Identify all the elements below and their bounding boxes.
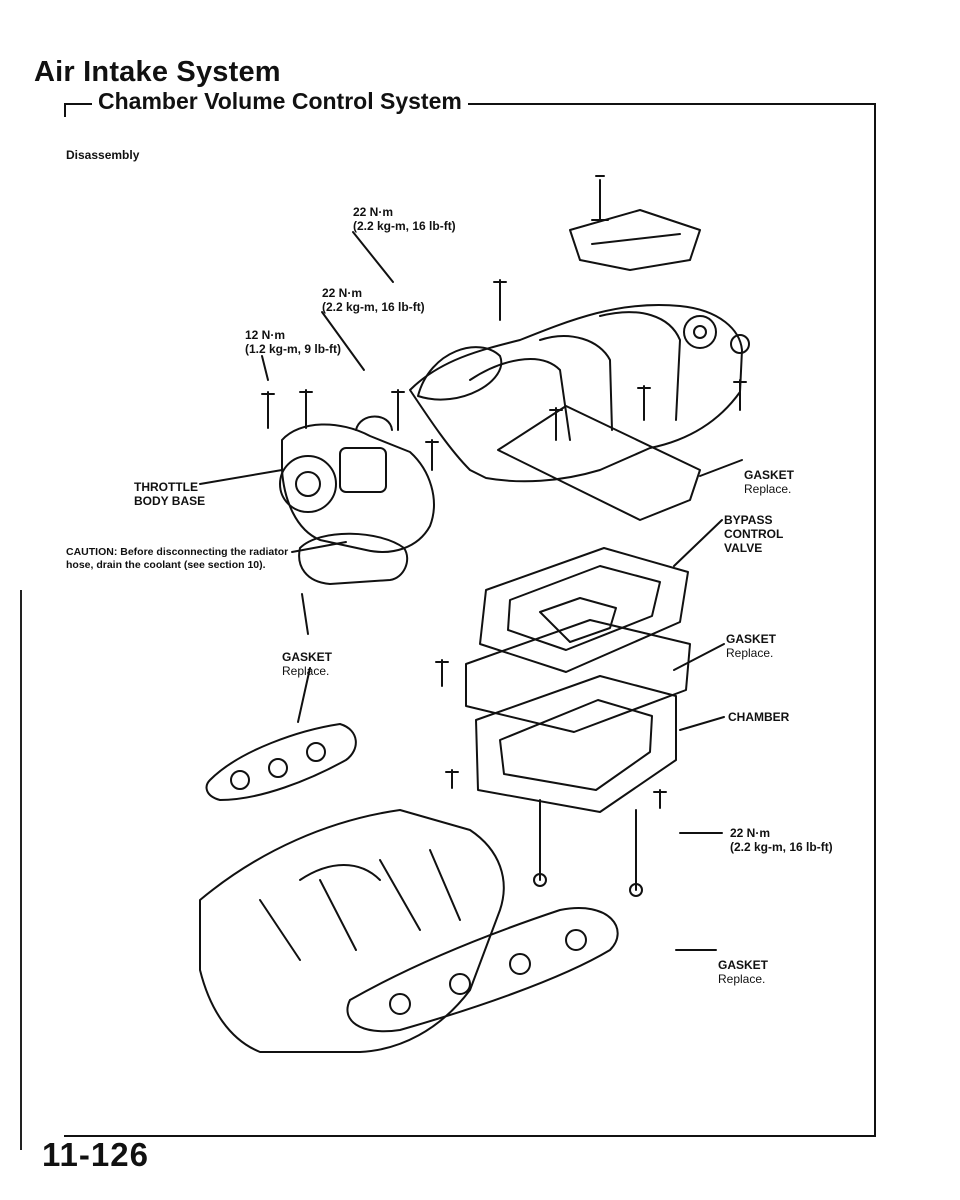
torque-value: 12 N·m: [245, 328, 286, 342]
gasket-mid: [465, 619, 691, 733]
manifold-runner-2: [539, 335, 613, 431]
page-subtitle: Chamber Volume Control System: [92, 88, 468, 115]
label-gasket-bottom: GASKET Replace.: [718, 944, 768, 1000]
frame-left-bar: [64, 103, 66, 117]
torque-conversion: (2.2 kg-m, 16 lb-ft): [353, 219, 456, 233]
manifold-flange: [497, 405, 701, 521]
torque-value: 22 N·m: [730, 826, 771, 840]
manifold-runner-3: [599, 311, 681, 421]
manifold-runner-1: [469, 358, 571, 441]
label-chamber: CHAMBER: [728, 710, 790, 724]
gasket-label: GASKET: [282, 650, 333, 664]
gasket-label: GASKET: [726, 632, 777, 646]
left-manifold-gasket: [205, 723, 357, 801]
gasket-label: GASKET: [718, 958, 769, 972]
torque-spec-4: 22 N·m (2.2 kg-m, 16 lb-ft): [730, 826, 833, 854]
chamber-upper: [479, 547, 689, 673]
gasket-note: Replace.: [718, 972, 766, 986]
leader-torque-2: [321, 311, 365, 371]
torque-conversion: (2.2 kg-m, 16 lb-ft): [322, 300, 425, 314]
throttle-body: [281, 423, 435, 553]
diagram-frame: [64, 103, 876, 1137]
lower-intake-manifold: [199, 809, 505, 1053]
upper-manifold: [409, 303, 743, 483]
torque-value: 22 N·m: [322, 286, 363, 300]
page-number: 11-126: [42, 1136, 149, 1173]
label-throttle-body-base: THROTTLE BODY BASE: [134, 480, 206, 508]
caution-note: CAUTION: Before disconnecting the radiat…: [66, 546, 289, 571]
leader-torque-3: [261, 355, 269, 381]
leader-gasket-mid: [673, 643, 725, 671]
manifold-plenum: [417, 346, 503, 401]
gasket-note: Replace.: [744, 482, 792, 496]
chamber-body: [475, 675, 677, 813]
page-title: Air Intake System: [34, 56, 281, 88]
gasket-label: GASKET: [744, 468, 795, 482]
bottom-gasket: [346, 907, 619, 1033]
label-gasket-upper: GASKET Replace.: [744, 454, 794, 510]
leader-bypass: [673, 519, 723, 567]
leader-gasket-left: [301, 593, 309, 635]
top-bracket: [569, 209, 701, 271]
section-heading: Disassembly: [66, 148, 140, 162]
leader-throttle-body: [199, 469, 283, 485]
left-margin-line: [20, 590, 22, 1150]
torque-spec-2: 22 N·m (2.2 kg-m, 16 lb-ft): [322, 286, 425, 314]
torque-spec-1: 22 N·m (2.2 kg-m, 16 lb-ft): [353, 205, 456, 233]
leader-gasket-left-2: [297, 667, 311, 723]
label-gasket-left: GASKET Replace.: [282, 636, 332, 692]
torque-conversion: (2.2 kg-m, 16 lb-ft): [730, 840, 833, 854]
label-gasket-mid: GASKET Replace.: [726, 618, 776, 674]
torque-spec-3: 12 N·m (1.2 kg-m, 9 lb-ft): [245, 328, 341, 356]
label-bypass-control-valve: BYPASS CONTROL VALVE: [724, 513, 784, 555]
leader-torque-1: [352, 231, 394, 283]
throttle-gasket: [298, 532, 409, 585]
torque-value: 22 N·m: [353, 205, 394, 219]
torque-conversion: (1.2 kg-m, 9 lb-ft): [245, 342, 342, 356]
leader-gasket-upper: [699, 459, 743, 477]
leader-chamber: [679, 716, 725, 731]
gasket-note: Replace.: [726, 646, 774, 660]
gasket-note: Replace.: [282, 664, 330, 678]
